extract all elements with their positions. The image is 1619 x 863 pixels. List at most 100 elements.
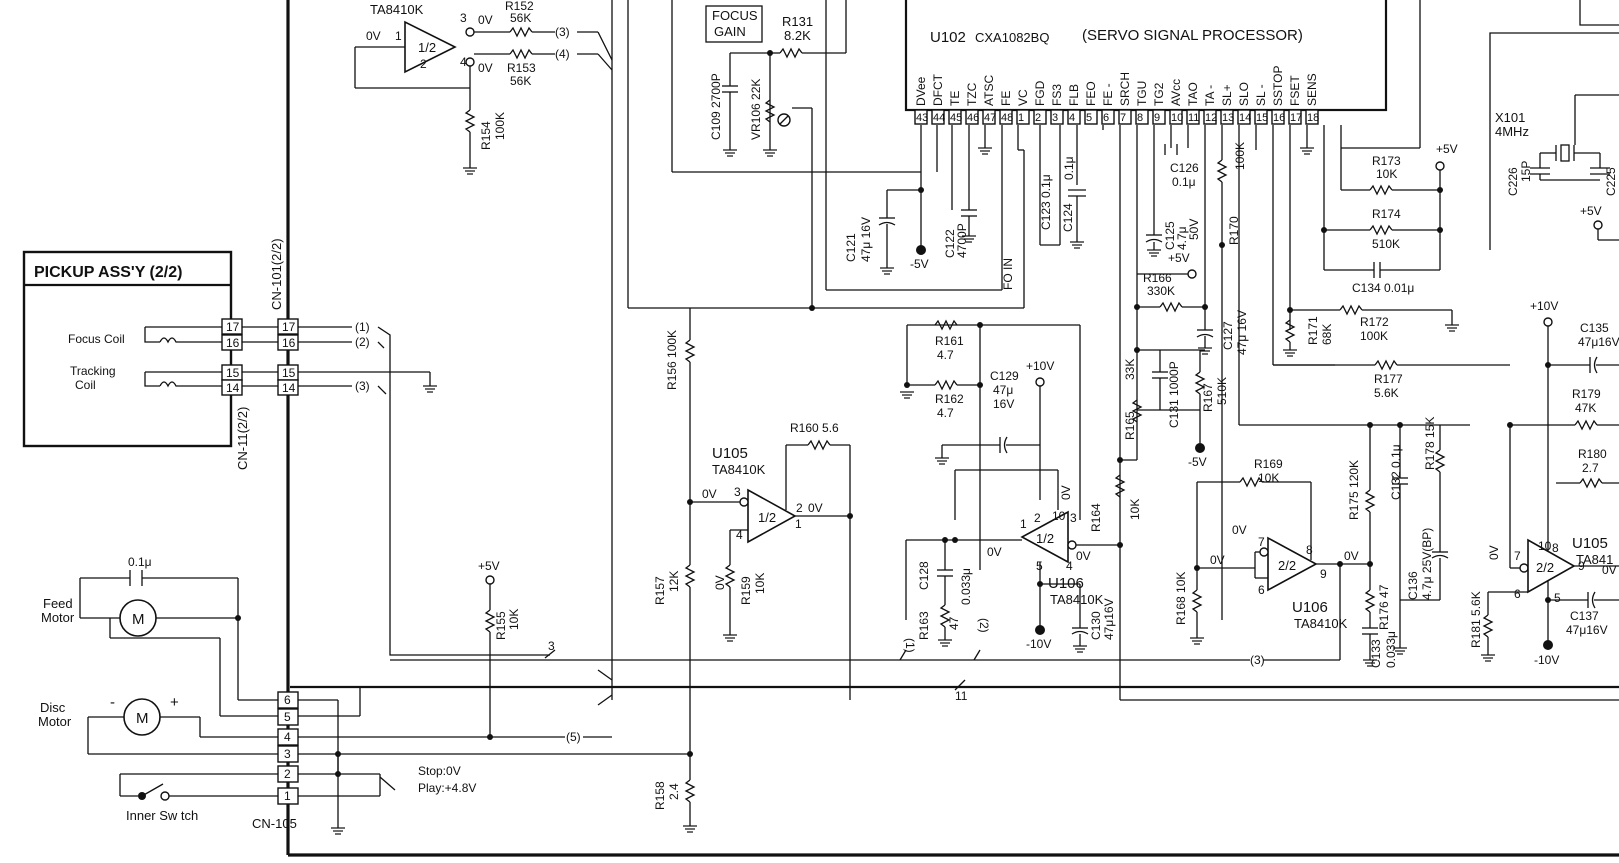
u102-pin-label: FE - bbox=[1101, 83, 1115, 106]
bundle-count-3: 3 bbox=[548, 639, 555, 653]
disc-motor-label-1: Disc bbox=[40, 700, 66, 715]
r181-resistor bbox=[1482, 614, 1494, 638]
r173-label: R173 bbox=[1372, 154, 1401, 168]
pin-14a bbox=[221, 379, 243, 396]
r170-label: R170 bbox=[1227, 216, 1241, 245]
u102-name: U102 bbox=[930, 29, 966, 46]
u102-pin-label: SRCH bbox=[1118, 72, 1132, 106]
u102-pin-row: DVee43DFCT44TE45TZC46ATSC47FE48VC1FGD2FS… bbox=[914, 66, 1319, 125]
r171-resistor bbox=[1284, 319, 1296, 343]
c226-label: C226 bbox=[1506, 167, 1520, 196]
r174-label: R174 bbox=[1372, 207, 1401, 221]
u102-pin-number: 43 bbox=[916, 112, 928, 124]
u106b-half: 2/2 bbox=[1278, 558, 1296, 573]
r155-label: R155 bbox=[494, 611, 508, 640]
u102-pin-number: 10 bbox=[1171, 112, 1183, 124]
c131-label: C131 1000P bbox=[1167, 361, 1181, 428]
voltage-label: 0V bbox=[1487, 545, 1501, 560]
u102-pin-box bbox=[1152, 109, 1166, 125]
u102-pin-number: 4 bbox=[1069, 112, 1075, 124]
minus-sign: - bbox=[110, 694, 115, 711]
feed-motor-label-2: Motor bbox=[41, 610, 75, 625]
u106b-part: TA8410K bbox=[1294, 616, 1348, 631]
c126-value: 0.1μ bbox=[1172, 175, 1196, 189]
r152-label: R152 bbox=[505, 0, 534, 13]
pin-number: 8 bbox=[1306, 543, 1313, 557]
r181-label: R181 5.6K bbox=[1469, 591, 1483, 648]
u102-pin-number: 16 bbox=[1273, 112, 1285, 124]
pin-number: 1 bbox=[395, 29, 402, 43]
c122-label: C122 bbox=[943, 229, 957, 258]
u102-pin-label: TZC bbox=[965, 82, 979, 106]
motor-symbol: M bbox=[132, 611, 145, 628]
voltage-label: 0V bbox=[1232, 523, 1247, 537]
bundle-count-11: 11 bbox=[955, 689, 968, 703]
pin-label: 17 bbox=[226, 320, 240, 334]
u102-pin-label: DVee bbox=[914, 76, 928, 106]
r172-label: R172 bbox=[1360, 315, 1389, 329]
r166-resistor bbox=[1159, 301, 1183, 313]
r164-value: 10K bbox=[1128, 499, 1142, 520]
r176-resistor bbox=[1364, 589, 1376, 613]
focus-coil-label: Focus Coil bbox=[68, 332, 125, 346]
ground-icon bbox=[938, 639, 952, 647]
c122-value: 4700P bbox=[955, 223, 969, 258]
ground-icon bbox=[1190, 637, 1204, 645]
c130-label: C130 bbox=[1089, 611, 1103, 640]
cn101-label: CN-101(2/2) bbox=[269, 238, 284, 310]
u102-pin-label: ATSC bbox=[982, 75, 996, 106]
pickup-assembly: PICKUP ASS'Y (2/2) Focus Coil Tracking C… bbox=[22, 250, 243, 448]
voltage-label: 0V bbox=[987, 545, 1002, 559]
r157-resistor bbox=[684, 564, 696, 588]
r159-label: R159 bbox=[739, 576, 753, 605]
supply-label: -10V bbox=[1026, 637, 1051, 651]
focus-gain-line2: GAIN bbox=[714, 24, 746, 39]
u102-pin-box bbox=[1169, 109, 1183, 125]
r177-label: R177 bbox=[1374, 372, 1403, 386]
c225-label: C225 bbox=[1604, 167, 1618, 196]
c128-value: 0.033μ bbox=[959, 568, 973, 605]
r175-label: R175 120K bbox=[1347, 460, 1361, 520]
c125-value: 4.7μ bbox=[1175, 226, 1189, 250]
c130-value: 47μ16V bbox=[1102, 598, 1116, 640]
ground-icon bbox=[423, 385, 437, 393]
u102-pin-number: 48 bbox=[1001, 112, 1013, 124]
r170-value: 100K bbox=[1233, 142, 1247, 170]
cn11-label: CN-11(2/2) bbox=[235, 407, 250, 470]
ref-3: (3) bbox=[555, 25, 570, 39]
r167-resistor bbox=[1194, 371, 1206, 395]
r165-label: R165 bbox=[1123, 411, 1137, 440]
ref-2: (2) bbox=[355, 335, 370, 349]
c128-label: C128 bbox=[917, 561, 931, 590]
u102-pin-box bbox=[1135, 109, 1149, 125]
u102-pin-label: FGD bbox=[1033, 80, 1047, 106]
r155-resistor bbox=[484, 609, 496, 633]
u102-pin-box bbox=[982, 109, 996, 125]
r158-resistor bbox=[684, 779, 696, 803]
u106b-name: U106 bbox=[1292, 599, 1328, 616]
focus-gain-box bbox=[705, 5, 763, 43]
pin-number: 3 bbox=[460, 11, 467, 25]
pin-number: 8 bbox=[1552, 541, 1559, 555]
u102-pin-label: SSTOP bbox=[1271, 66, 1285, 106]
r167-value: 510K bbox=[1215, 377, 1229, 405]
u102-pin-label: SL+ bbox=[1220, 84, 1234, 106]
pin-number: 7 bbox=[1258, 535, 1265, 549]
u102-pin-label: VC bbox=[1016, 89, 1030, 106]
u106a-section: R161 4.7 R162 4.7 C129 47μ 16V +10V bbox=[899, 245, 1229, 700]
r179-label: R179 bbox=[1572, 387, 1601, 401]
c226-value: 15P bbox=[1519, 161, 1533, 182]
ground-icon bbox=[962, 235, 976, 243]
u102-pin-box bbox=[914, 109, 928, 125]
ref-3: (3) bbox=[1250, 653, 1265, 667]
r154-resistor bbox=[464, 109, 476, 133]
c136-label: C136 bbox=[1406, 571, 1420, 600]
r152-value: 56K bbox=[510, 11, 531, 25]
focus-gain-line1: FOCUS bbox=[712, 8, 758, 23]
cn101-connector: 17 16 15 14 CN-101(2/2) CN-11(2/2) (1) (… bbox=[235, 238, 550, 656]
u102-pin-box bbox=[1118, 109, 1132, 125]
r163-value: 47 bbox=[947, 616, 961, 630]
u105b-name: U105 bbox=[1572, 535, 1608, 552]
ground-icon bbox=[763, 149, 777, 157]
